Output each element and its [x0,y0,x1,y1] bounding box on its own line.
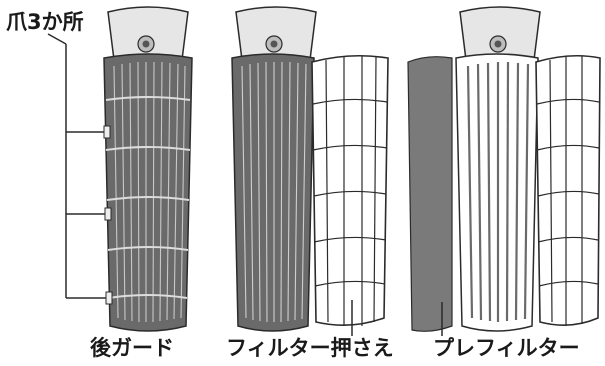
prefilter-sheet [407,56,453,332]
claw-bottom [105,291,113,305]
prefilter-label: プレフィルター [433,336,580,360]
rear-guard-body [103,53,193,332]
figure-rear-guard [47,6,193,332]
claw-top [103,125,111,139]
claws-leader-lines [47,33,106,299]
rear-guard-grille [113,61,186,323]
claws-label: 爪3か所 [6,10,84,34]
figure-prefilter [407,6,601,336]
claw-middle [104,207,112,221]
filter-holder-label: フィルター押さえ [226,336,394,360]
filter-holder-frame [311,54,389,326]
figure-filter-holder [231,6,389,336]
rear-guard-label: 後ガード [90,336,174,360]
